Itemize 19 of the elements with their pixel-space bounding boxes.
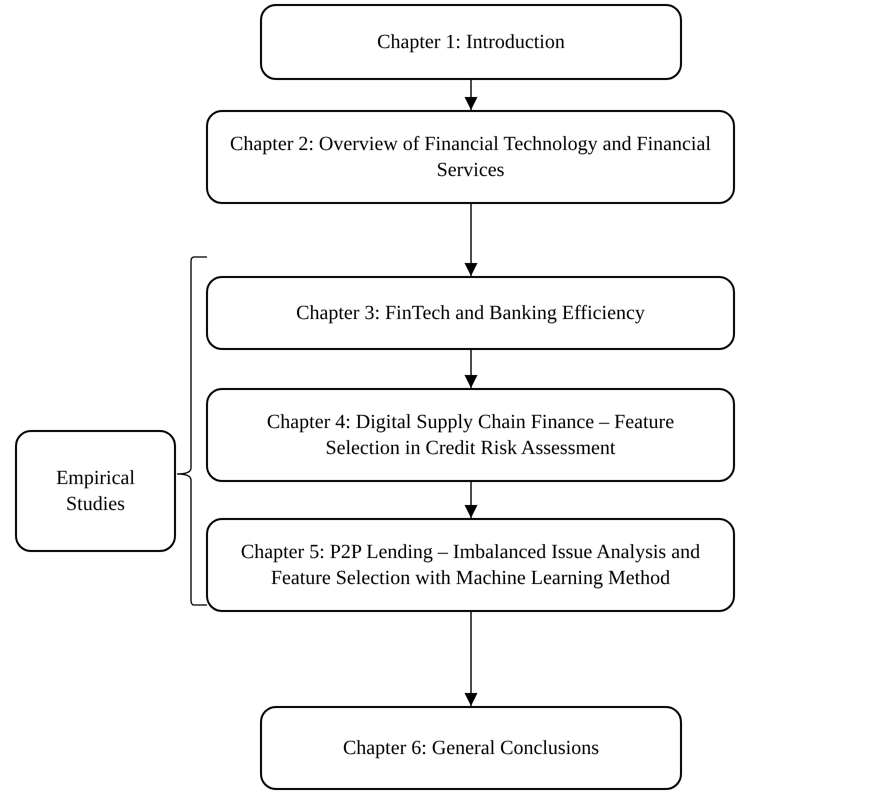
box-text: Chapter 3: FinTech and Banking Efficiency (296, 301, 645, 326)
box-text: Chapter 6: General Conclusions (342, 736, 600, 761)
chapter-box (206, 276, 735, 350)
box-text: Chapter 1: Introduction (377, 30, 565, 55)
chapter-box (260, 706, 682, 790)
arrow (464, 350, 478, 388)
arrow (464, 482, 478, 518)
arrow (464, 204, 478, 276)
box-text: Chapter 4: Digital Supply Chain Finance – Feature Selection in Credit Risk Assessment (266, 410, 676, 461)
chapter-box (260, 4, 682, 80)
chapter-box (206, 518, 735, 612)
group-label-box (15, 430, 176, 552)
arrow (464, 80, 478, 110)
chapter-box (206, 388, 735, 482)
box-text: Empirical Studies (55, 466, 136, 517)
arrow (464, 612, 478, 706)
chapter-box (206, 110, 735, 204)
box-text: Chapter 2: Overview of Financial Technology and Financial Services (229, 132, 712, 183)
box-text: Chapter 5: P2P Lending – Imbalanced Issue Analysis and Feature Selection with Machine Learning Method (240, 540, 702, 591)
